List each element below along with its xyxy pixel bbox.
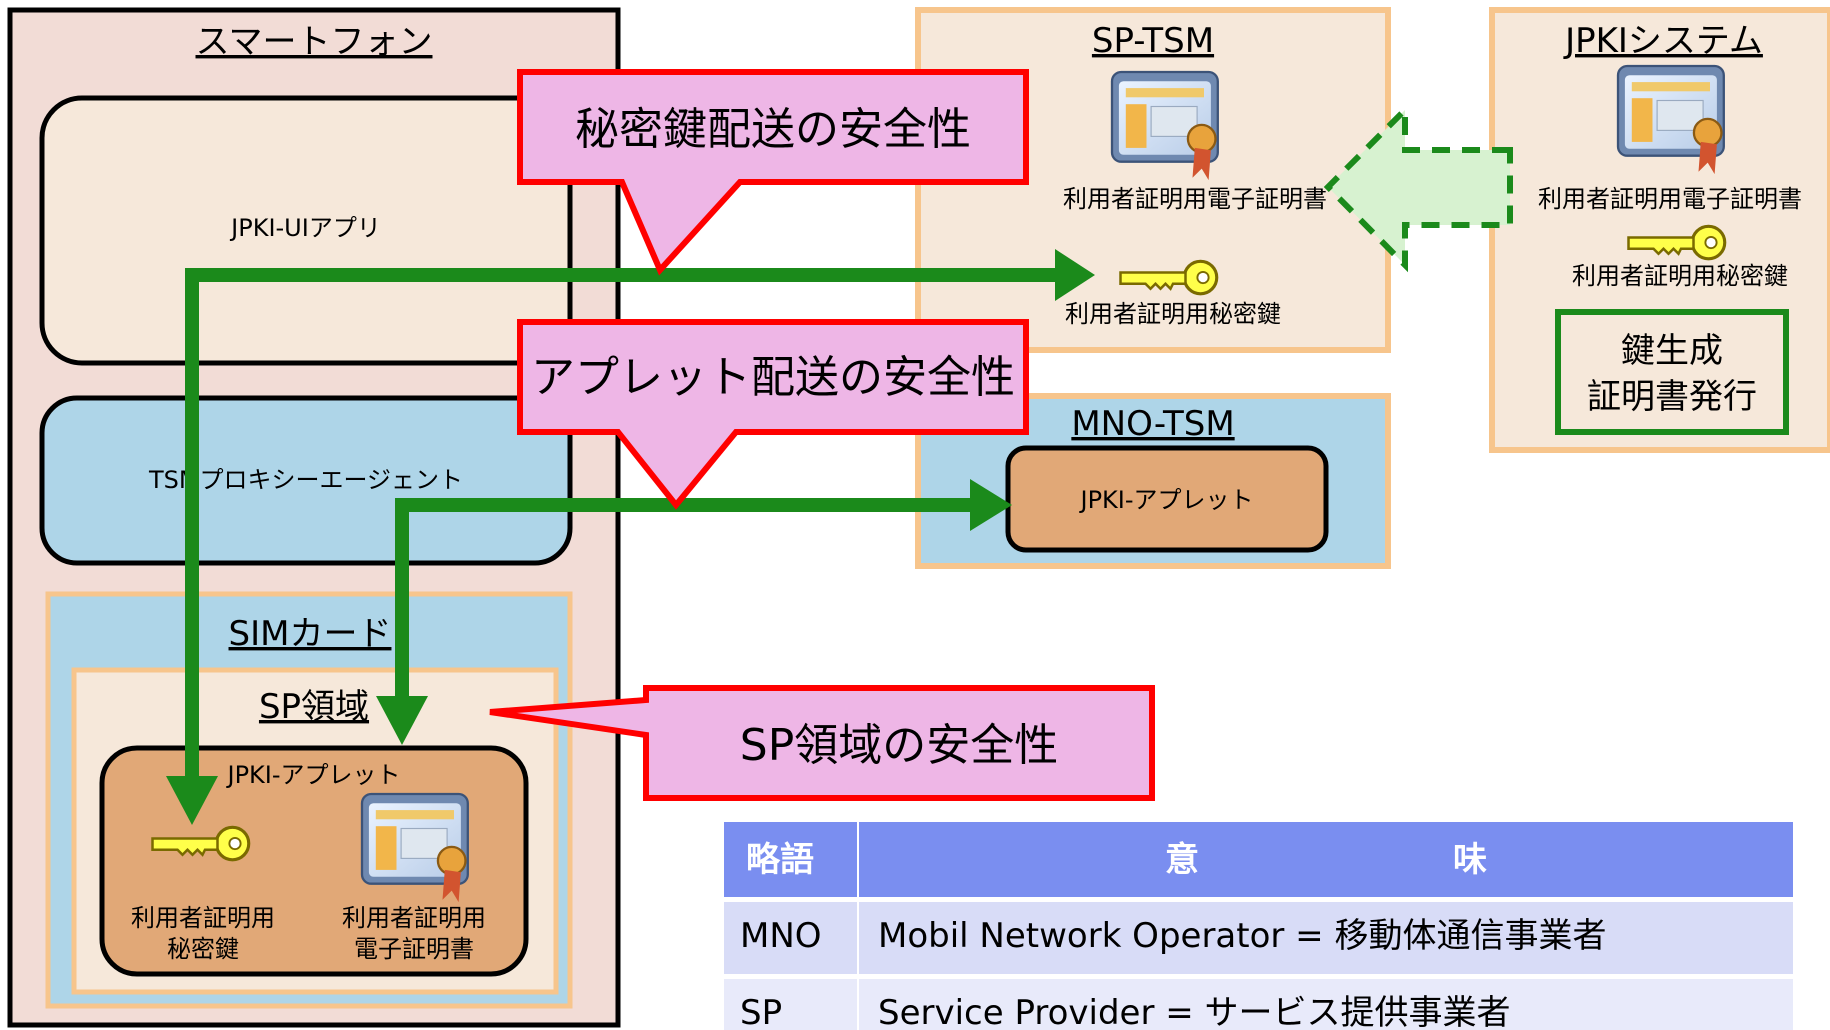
glossary-header-abbr: 略語 <box>746 840 814 880</box>
sim-key-label-2: 秘密鍵 <box>167 935 239 963</box>
callout-key-delivery: 秘密鍵配送の安全性 <box>517 69 1029 276</box>
sim-cert-label-1: 利用者証明用 <box>342 904 486 932</box>
glossary-header-meaning-cell <box>859 822 1793 897</box>
key-generation-line1: 鍵生成 <box>1621 331 1723 371</box>
sim-jpki-applet-box: JPKI-アプレット 利用者証明用 秘密鍵 利用者証明用 電子証明書 <box>99 745 529 977</box>
tsm-proxy-agent-label: TSMプロキシーエージェント <box>148 466 463 494</box>
glossary-header-meaning-1: 意 <box>1165 840 1199 880</box>
dashed-transfer-arrow <box>1323 102 1513 273</box>
callout-sp-area: SP領域の安全性 <box>489 685 1155 801</box>
glossary-row-abbr: SP <box>740 993 782 1030</box>
glossary-row-meaning: Service Provider = サービス提供事業者 <box>878 993 1511 1030</box>
sim-card-title: SIMカード <box>229 614 392 654</box>
callout-key-delivery-text: 秘密鍵配送の安全性 <box>575 104 971 155</box>
jpki-system-key-label: 利用者証明用秘密鍵 <box>1572 262 1788 290</box>
glossary-table: 略語 意 味 MNO Mobil Network Operator = 移動体通… <box>724 822 1793 1030</box>
jpki-system-title: JPKIシステム <box>1563 21 1763 61</box>
mno-jpki-applet-label: JPKI-アプレット <box>1078 486 1253 514</box>
callout-sp-area-text: SP領域の安全性 <box>740 720 1058 771</box>
jpki-system-panel: JPKIシステム 利用者証明用電子証明書 利用者証明用秘密鍵 鍵生成 証明書発行 <box>1489 7 1830 453</box>
sim-jpki-applet-title: JPKI-アプレット <box>225 761 400 789</box>
table-row: MNO Mobil Network Operator = 移動体通信事業者 <box>724 902 1793 974</box>
glossary-header-meaning-2: 味 <box>1453 840 1487 880</box>
glossary-header-abbr-cell <box>724 822 857 897</box>
table-row: SP Service Provider = サービス提供事業者 <box>724 979 1793 1030</box>
applet-delivery-arrow <box>376 479 1012 745</box>
key-delivery-arrow <box>166 249 1095 825</box>
jpki-ui-app-label: JPKI-UIアプリ <box>229 214 381 242</box>
sp-tsm-key-label: 利用者証明用秘密鍵 <box>1065 300 1281 328</box>
mno-tsm-panel: MNO-TSM JPKI-アプレット <box>915 393 1391 569</box>
key-generation-box <box>1555 309 1789 435</box>
smartphone-title: スマートフォン <box>196 22 433 62</box>
callout-applet-delivery: アプレット配送の安全性 <box>517 319 1029 510</box>
glossary-row-meaning: Mobil Network Operator = 移動体通信事業者 <box>878 916 1606 956</box>
sim-cert-label-2: 電子証明書 <box>354 935 474 963</box>
sim-key-label-1: 利用者証明用 <box>131 904 275 932</box>
sp-tsm-title: SP-TSM <box>1092 21 1214 61</box>
callout-applet-delivery-text: アプレット配送の安全性 <box>531 352 1015 403</box>
tsm-proxy-agent-box: TSMプロキシーエージェント <box>39 395 573 566</box>
key-generation-line2: 証明書発行 <box>1587 377 1757 417</box>
jpki-ui-app-box: JPKI-UIアプリ <box>39 95 573 366</box>
mno-tsm-title: MNO-TSM <box>1071 404 1234 444</box>
mno-jpki-applet-box <box>1005 445 1329 553</box>
jpki-system-cert-label: 利用者証明用電子証明書 <box>1538 185 1802 213</box>
sp-area-title: SP領域 <box>259 687 369 727</box>
glossary-row-abbr: MNO <box>740 916 822 956</box>
sp-tsm-cert-label: 利用者証明用電子証明書 <box>1063 185 1327 213</box>
